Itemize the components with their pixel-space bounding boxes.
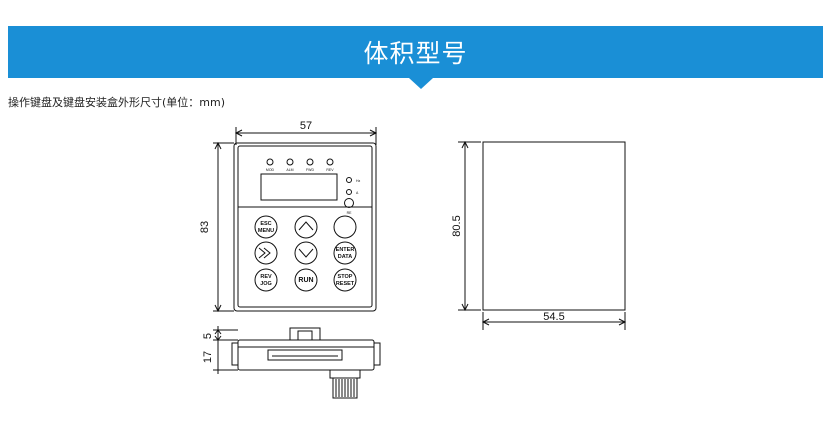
esc-key-bottom: MENU xyxy=(258,228,274,234)
enter-key-bottom: DATA xyxy=(338,254,352,260)
a-indicator-label: A xyxy=(356,191,359,195)
dimension-caption: 操作键盘及键盘安装盒外形尺寸(单位：mm) xyxy=(8,96,226,109)
banner-arrow xyxy=(409,78,433,89)
reset-key-bottom: RESET xyxy=(336,281,355,287)
led-label-alm: ALM xyxy=(286,168,293,172)
esc-key-top: ESC xyxy=(260,221,271,227)
jog-key-bottom: JOG xyxy=(260,281,272,287)
led-label-fwd: FWD xyxy=(306,168,314,172)
enter-key-top: ENTER xyxy=(336,247,355,253)
side-dim-b-label: 17 xyxy=(202,351,214,363)
section-banner: 体积型号 xyxy=(8,26,823,78)
stop-key-top: STOP xyxy=(338,274,353,280)
run-key-label: RUN xyxy=(298,277,313,284)
hz-indicator-label: Hz xyxy=(356,179,361,183)
keypad-height-label: 83 xyxy=(199,221,211,233)
rev-key-top: REV xyxy=(260,274,272,280)
box-height-label: 80.5 xyxy=(451,215,463,236)
banner-title: 体积型号 xyxy=(363,39,468,68)
led-label-rev: REV xyxy=(326,168,334,172)
pot-label: RE xyxy=(347,211,353,215)
box-width-label: 54.5 xyxy=(543,311,564,323)
led-label-mod: MOD xyxy=(266,168,275,172)
side-dim-a-label: 5 xyxy=(202,333,214,339)
keypad-width-label: 57 xyxy=(300,120,312,132)
